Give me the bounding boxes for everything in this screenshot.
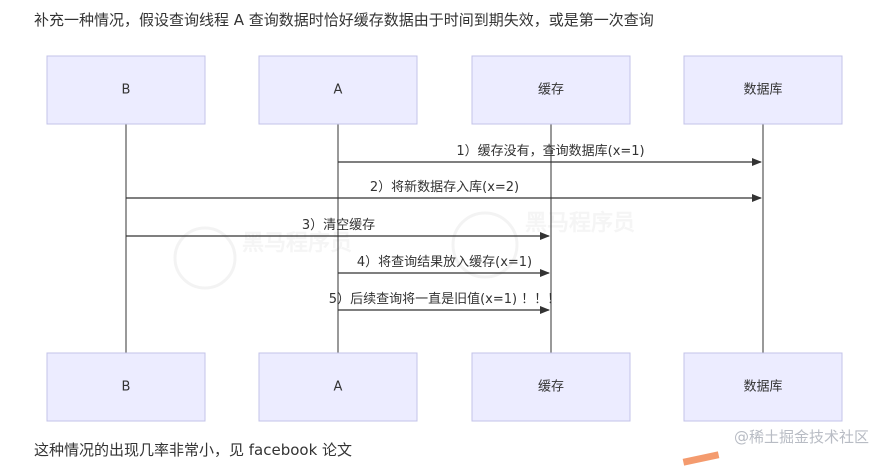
participant-bottom-B: B (46, 352, 206, 422)
participant-bottom-A: A (258, 352, 418, 422)
svg-text:黑马程序员: 黑马程序员 (242, 230, 352, 256)
participant-label: 数据库 (743, 379, 782, 395)
outro-paragraph: 这种情况的出现几率非常小，见 facebook 论文 (34, 441, 353, 459)
participant-top-db: 数据库 (683, 55, 843, 125)
svg-text:黑马程序员: 黑马程序员 (525, 210, 635, 236)
message-label: 1）缓存没有，查询数据库(x=1) (456, 143, 644, 159)
message-label: 2）将新数据存入库(x=2) (370, 179, 519, 195)
participant-box (46, 55, 206, 125)
watermark-logo-left: 黑马程序员 (173, 226, 352, 290)
participant-label: B (122, 83, 131, 98)
participant-box (683, 55, 843, 125)
watermark-logo-right: 黑马程序员 (451, 210, 635, 279)
message-2: 2）将新数据存入库(x=2) (126, 179, 762, 202)
participant-top-B: B (46, 55, 206, 125)
message-label: 3）清空缓存 (302, 218, 375, 233)
participant-top-cache: 缓存 (471, 55, 631, 125)
participant-box (471, 352, 631, 422)
participant-box (46, 352, 206, 422)
participant-label: A (334, 83, 343, 98)
participant-bottom-db: 数据库 (683, 352, 843, 422)
participant-box (258, 352, 418, 422)
participant-label: 缓存 (538, 83, 564, 98)
participant-box (471, 55, 631, 125)
participant-top-A: A (258, 55, 418, 125)
participant-label: A (334, 380, 343, 395)
participant-box (258, 55, 418, 125)
message-label: 5）后续查询将一直是旧值(x=1) ！！！ (329, 291, 560, 307)
participant-label: 数据库 (743, 82, 782, 98)
intro-paragraph: 补充一种情况，假设查询线程 A 查询数据时恰好缓存数据由于时间到期失效，或是第一… (34, 11, 654, 29)
message-5: 5）后续查询将一直是旧值(x=1) ！！！ (329, 291, 560, 314)
message-3: 3）清空缓存 (126, 218, 550, 240)
participant-box (683, 352, 843, 422)
message-label: 4）将查询结果放入缓存(x=1) (357, 255, 532, 270)
participant-label: 缓存 (538, 380, 564, 395)
participant-label: B (122, 380, 131, 395)
participant-bottom-cache: 缓存 (471, 352, 631, 422)
message-1: 1）缓存没有，查询数据库(x=1) (338, 143, 762, 166)
message-4: 4）将查询结果放入缓存(x=1) (338, 255, 550, 277)
site-watermark: @稀土掘金技术社区 (733, 428, 869, 446)
